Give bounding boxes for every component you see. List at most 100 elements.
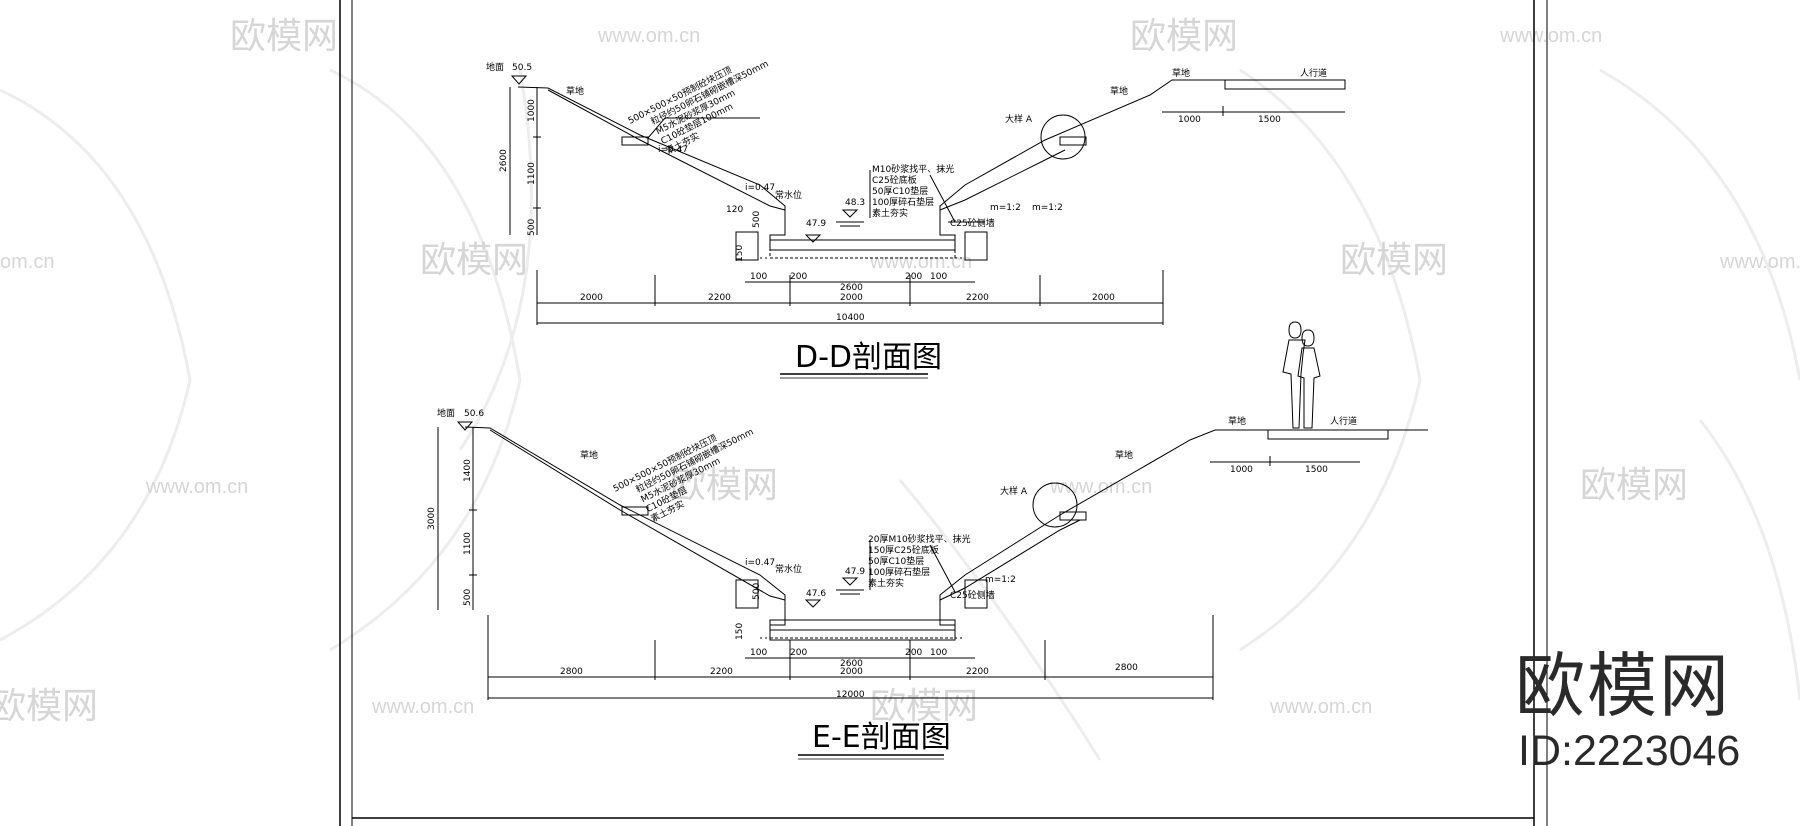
dd-title: D-D剖面图 <box>795 340 942 375</box>
dd-ground-elevation: 50.5 <box>512 63 532 73</box>
svg-text:100厚碎石垫层: 100厚碎石垫层 <box>872 196 934 208</box>
watermark-url: www.om.cn <box>597 25 700 47</box>
ee-side-wall-left <box>735 579 759 609</box>
ee-right-dim: 1000 <box>1230 465 1253 475</box>
svg-text:素土夯实: 素土夯实 <box>868 577 904 589</box>
dd-small-dim: 2600 <box>840 283 863 293</box>
ee-dim-150: 150 <box>735 623 745 640</box>
watermark-url: www.om.cn <box>1499 25 1602 47</box>
dd-side-wall-left <box>735 231 759 261</box>
ee-small-dim: 100 <box>750 648 767 658</box>
dd-dim-150: 150 <box>735 245 745 262</box>
dd-small-dim: 100 <box>750 272 767 282</box>
watermark-url: www.om.cn <box>869 251 972 273</box>
ee-small-dim: 200 <box>905 648 922 658</box>
ee-ground-marker <box>456 421 474 431</box>
dd-grass-right2: 草地 <box>1172 67 1190 79</box>
dd-hdim: 2200 <box>708 293 731 303</box>
dd-water-label: 常水位 <box>775 189 802 201</box>
dd-hdim: 2000 <box>840 293 863 303</box>
dd-right-dim: 1500 <box>1258 115 1281 125</box>
section-dd: 地面 50.5 草地 草地 草地 人行道 大样 A i=0.47 i=0.47 … <box>486 57 1346 379</box>
dd-coping-left <box>621 136 649 146</box>
dd-vdim-2: 1100 <box>527 162 537 185</box>
ee-leader <box>929 544 956 593</box>
dd-vdim-1: 1000 <box>527 99 537 122</box>
ee-detail-label: 大样 A <box>1000 485 1028 497</box>
ee-total-dim: 12000 <box>836 690 865 700</box>
brand-name: 欧模网 <box>1515 645 1731 727</box>
dd-grass-right: 草地 <box>1110 85 1128 97</box>
dd-small-dim: 100 <box>930 272 947 282</box>
ee-right-dim: 1500 <box>1305 465 1328 475</box>
watermark-logo: 欧模网 <box>870 685 978 726</box>
ee-ground-line <box>464 426 1428 641</box>
svg-text:20厚M10砂浆找平、抹光: 20厚M10砂浆找平、抹光 <box>868 533 971 545</box>
dd-gravel-layer <box>769 249 956 259</box>
dd-slope-right-2: m=1:2 <box>1032 203 1063 213</box>
watermark-layer: 欧模网 欧模网 欧模网 欧模网 欧模网 欧模网 欧模网 欧模网 www.om.c… <box>0 15 1800 761</box>
dd-water-elevation: 48.3 <box>845 198 865 208</box>
dd-coping-right <box>1059 136 1087 146</box>
ee-water-marker <box>841 577 859 586</box>
watermark-logo: 欧模网 <box>1130 15 1238 56</box>
dd-ground-marker <box>510 75 528 85</box>
ee-ground-elevation: 50.6 <box>464 409 484 419</box>
dd-water-marker <box>841 209 859 218</box>
svg-text:C25砼底板: C25砼底板 <box>872 174 917 186</box>
ee-small-dim: 100 <box>930 648 947 658</box>
dd-vdim-3: 500 <box>527 219 537 236</box>
ee-bottom-elevation: 47.6 <box>806 589 826 599</box>
ee-small-dim: 200 <box>790 648 807 658</box>
ee-walkway <box>1267 429 1389 440</box>
dd-vdim-total: 2600 <box>499 149 509 172</box>
drawing-frame <box>339 0 1548 826</box>
watermark-logo: 欧模网 <box>670 464 778 505</box>
dd-small-dim: 200 <box>790 272 807 282</box>
watermark-url: www.om.cn <box>1269 696 1372 718</box>
ee-slope-right-1: m=1:2 <box>985 575 1016 585</box>
watermark-url: www.om.cn <box>1719 251 1800 273</box>
dd-note-left: 500×500×50预制砼块压顶 粒径约50卵石铺砌嵌槽深50mm M5水泥砂浆… <box>626 57 770 156</box>
svg-text:素土夯实: 素土夯实 <box>872 207 908 219</box>
ee-coping-left <box>621 506 649 516</box>
dd-hdim: 2000 <box>580 293 603 303</box>
dd-side-wall-right <box>964 231 988 261</box>
ee-hdim: 2000 <box>840 667 863 677</box>
ee-grass-right2: 草地 <box>1228 415 1246 427</box>
ee-side-wall-right <box>964 579 988 609</box>
dd-note-center: M10砂浆找平、抹光 C25砼底板 50厚C10垫层 100厚碎石垫层 素土夯实 <box>872 163 954 219</box>
dd-bottom-elevation: 47.9 <box>806 219 826 229</box>
dd-right-dim: 1000 <box>1178 115 1201 125</box>
ee-ground-label: 地面 <box>437 407 455 419</box>
dd-dim-500: 500 <box>752 211 762 228</box>
ee-hdim: 2200 <box>710 667 733 677</box>
ee-bottom-marker <box>804 599 822 608</box>
dd-hdim: 2200 <box>966 293 989 303</box>
dd-slope-left-1: i=0.47 <box>658 145 688 155</box>
dd-total-dim: 10400 <box>836 313 865 323</box>
ee-slope-lining-right <box>939 519 1081 601</box>
watermark-logo: 欧模网 <box>420 239 528 280</box>
ee-hdim: 2800 <box>560 667 583 677</box>
ee-base-layer <box>769 619 956 631</box>
ee-note-center: 20厚M10砂浆找平、抹光 150厚C25砼底板 50厚C10垫层 100厚碎石… <box>868 533 971 589</box>
svg-text:150厚C25砼底板: 150厚C25砼底板 <box>868 544 939 556</box>
watermark-logo: 欧模网 <box>230 15 338 56</box>
watermark-url: www.om.cn <box>1049 476 1152 498</box>
svg-text:50厚C10垫层: 50厚C10垫层 <box>872 185 928 197</box>
dd-slope-right-1: m=1:2 <box>990 203 1021 213</box>
dd-hdim: 2000 <box>1092 293 1115 303</box>
brand-id: ID:2223046 <box>1518 727 1740 775</box>
ee-slope-left-1: i=0.47 <box>745 558 775 568</box>
ee-water-label: 常水位 <box>775 563 802 575</box>
dd-dim-120: 120 <box>726 205 743 215</box>
dd-walkway <box>1224 79 1346 90</box>
dd-bottom-marker <box>804 234 822 243</box>
ee-edge-note: C25砼侧墙 <box>950 589 995 601</box>
ee-vdim-2: 1100 <box>463 532 473 555</box>
dd-detail-circle <box>1040 114 1086 160</box>
ee-slope-lining-left <box>489 429 786 601</box>
ee-grass-left: 草地 <box>580 449 598 461</box>
